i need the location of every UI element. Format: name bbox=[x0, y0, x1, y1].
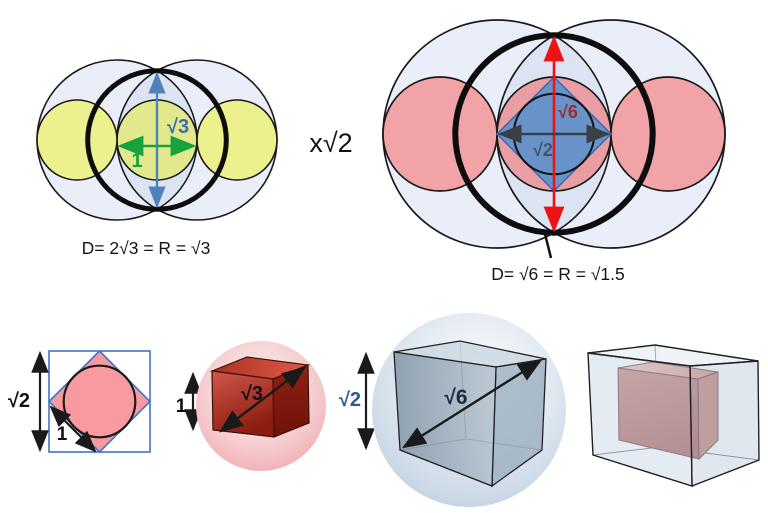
cube-in-sphere-large-diagram: √2 √6 bbox=[339, 313, 566, 507]
sqrt2-label: √2 bbox=[533, 140, 553, 160]
right-vesica-diagram: √6 √2 D= √6 = R = √1.5 bbox=[382, 19, 726, 284]
unit-label: 1 bbox=[57, 424, 68, 445]
pink-circle-right bbox=[610, 76, 726, 192]
left-caption: D= 2√3 = R = √3 bbox=[82, 238, 211, 258]
sqrt6-label: √6 bbox=[444, 386, 467, 409]
right-caption: D= √6 = R = √1.5 bbox=[491, 264, 625, 284]
pink-circle-left bbox=[382, 76, 498, 192]
space-diagonal-arrow bbox=[401, 359, 543, 449]
sqrt2-label: √2 bbox=[339, 389, 361, 411]
outer-cube-right-face bbox=[689, 360, 760, 488]
unit-label: 1 bbox=[131, 150, 142, 172]
cube-in-sphere-small-diagram: 1 √3 bbox=[176, 341, 326, 471]
sqrt3-label: √3 bbox=[167, 116, 189, 138]
inscribed-circle bbox=[62, 364, 137, 439]
thick-ring bbox=[452, 32, 656, 236]
sqrt2-label: √2 bbox=[8, 390, 30, 412]
yellow-circle-left bbox=[36, 99, 118, 181]
scale-multiplier-label: x√2 bbox=[309, 128, 352, 158]
outer-cube bbox=[587, 344, 760, 488]
caption-pointer-line bbox=[543, 233, 553, 259]
thick-ring bbox=[85, 68, 229, 212]
space-diagonal-arrow bbox=[219, 366, 306, 433]
sqrt6-label: √6 bbox=[558, 102, 578, 122]
unit-label: 1 bbox=[176, 396, 187, 417]
cube-in-cube-diagram bbox=[587, 344, 760, 488]
left-vesica-diagram: √3 1 D= 2√3 = R = √3 bbox=[36, 59, 278, 258]
diagonal-measure-arrow bbox=[49, 405, 97, 453]
square-circle-diamond-diagram: √2 1 bbox=[8, 349, 152, 454]
outer-cube-front-face bbox=[587, 352, 693, 487]
yellow-circle-right bbox=[196, 99, 278, 181]
sqrt3-label: √3 bbox=[241, 383, 263, 405]
